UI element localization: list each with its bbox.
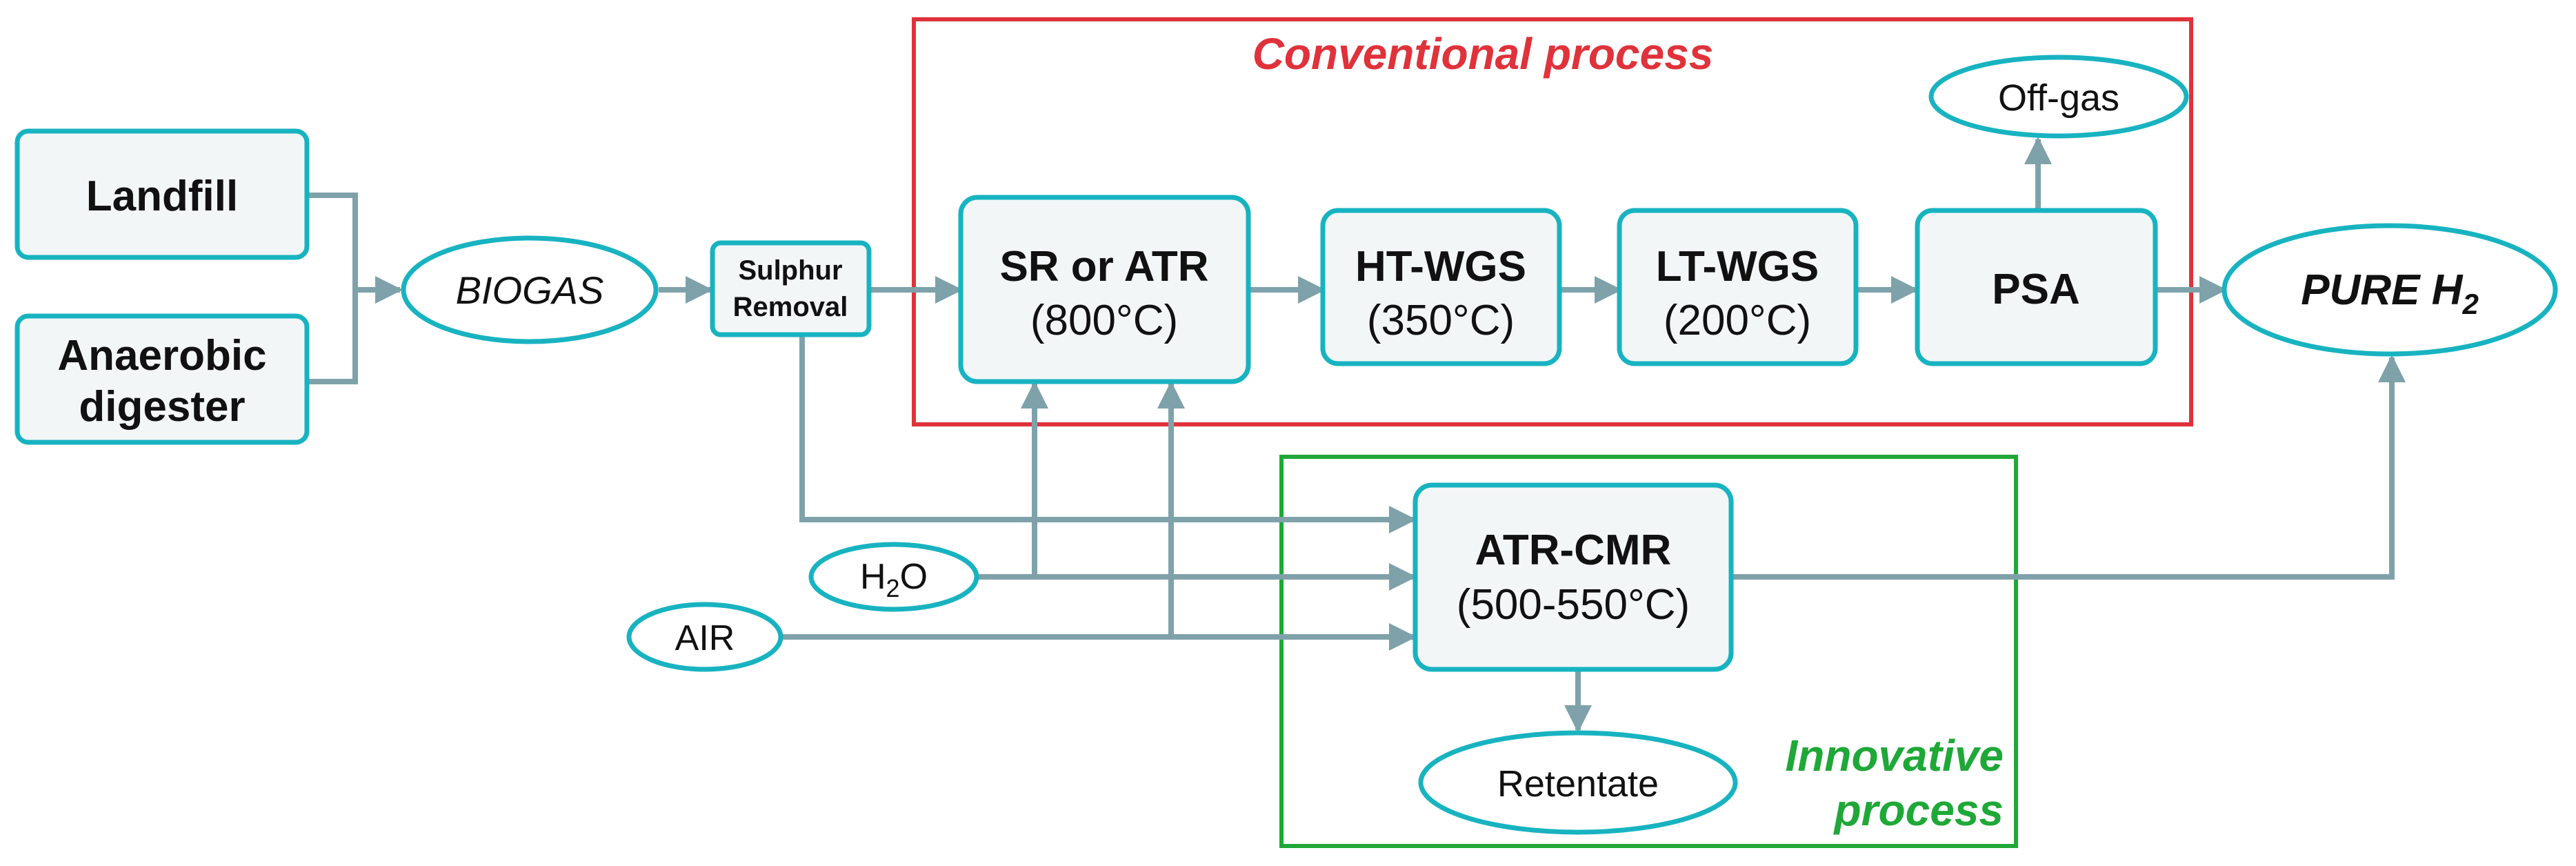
landfill-connector (309, 193, 358, 290)
biogas-node: BIOGAS (401, 235, 659, 344)
psa-label: PSA (1992, 266, 2079, 313)
biogas-label: BIOGAS (456, 268, 604, 312)
air-node: AIR (626, 602, 783, 672)
innovative-process-title-line2: process (1833, 785, 2004, 835)
sr-or-atr-label-line2: (800°C) (1030, 297, 1178, 344)
anaerobic-digester-label-line2: digester (79, 383, 245, 431)
h2o-label: H2O (860, 557, 928, 602)
landfill-label: Landfill (86, 173, 238, 220)
connectors (309, 137, 2406, 733)
offgas-label: Off-gas (1998, 77, 2119, 119)
atr-cmr-node: ATR-CMR (500-550°C) (1412, 482, 1734, 672)
sulphur-removal-label-line1: Sulphur (738, 255, 842, 286)
pure-h2-node: PURE H2 (2221, 223, 2558, 357)
air-label: AIR (675, 618, 735, 658)
atrcmr-to-pureh2-arrow (1733, 355, 2406, 580)
innovative-process-title-line1: Innovative (1785, 731, 2004, 780)
atr-cmr-label-line1: ATR-CMR (1475, 527, 1672, 574)
pure-h2-label: PURE H2 (2301, 266, 2479, 320)
sr-or-atr-node: SR or ATR (800°C) (958, 195, 1251, 384)
sulphur-removal-label-line2: Removal (733, 292, 848, 322)
conventional-process-title: Conventional process (1252, 29, 1714, 79)
sr-or-atr-label-line1: SR or ATR (999, 243, 1208, 291)
h2o-node: H2O (808, 542, 979, 612)
anaerobic-digester-node: Anaerobic digester (14, 313, 310, 445)
sulphur-to-atrcmr-arrow (799, 315, 1417, 533)
offgas-node: Off-gas (1928, 55, 2189, 139)
ht-wgs-label-line1: HT-WGS (1355, 243, 1526, 291)
lt-wgs-label-line1: LT-WGS (1656, 243, 1819, 291)
sulphur-removal-node: Sulphur Removal (710, 240, 872, 337)
innovative-process-region (1279, 455, 2018, 848)
psa-node: PSA (1915, 208, 2158, 366)
retentate-node: Retentate (1418, 730, 1738, 835)
retentate-label: Retentate (1497, 763, 1659, 805)
ht-wgs-node: HT-WGS (350°C) (1320, 208, 1562, 366)
lt-wgs-label-line2: (200°C) (1664, 297, 1811, 344)
anaerobic-connector (309, 290, 358, 384)
atr-cmr-label-line2: (500-550°C) (1457, 581, 1690, 629)
conventional-process-region (912, 17, 2193, 426)
ht-wgs-label-line2: (350°C) (1367, 297, 1515, 344)
anaerobic-digester-label-line1: Anaerobic (57, 332, 266, 380)
landfill-node: Landfill (14, 128, 310, 260)
lt-wgs-node: LT-WGS (200°C) (1617, 208, 1859, 366)
